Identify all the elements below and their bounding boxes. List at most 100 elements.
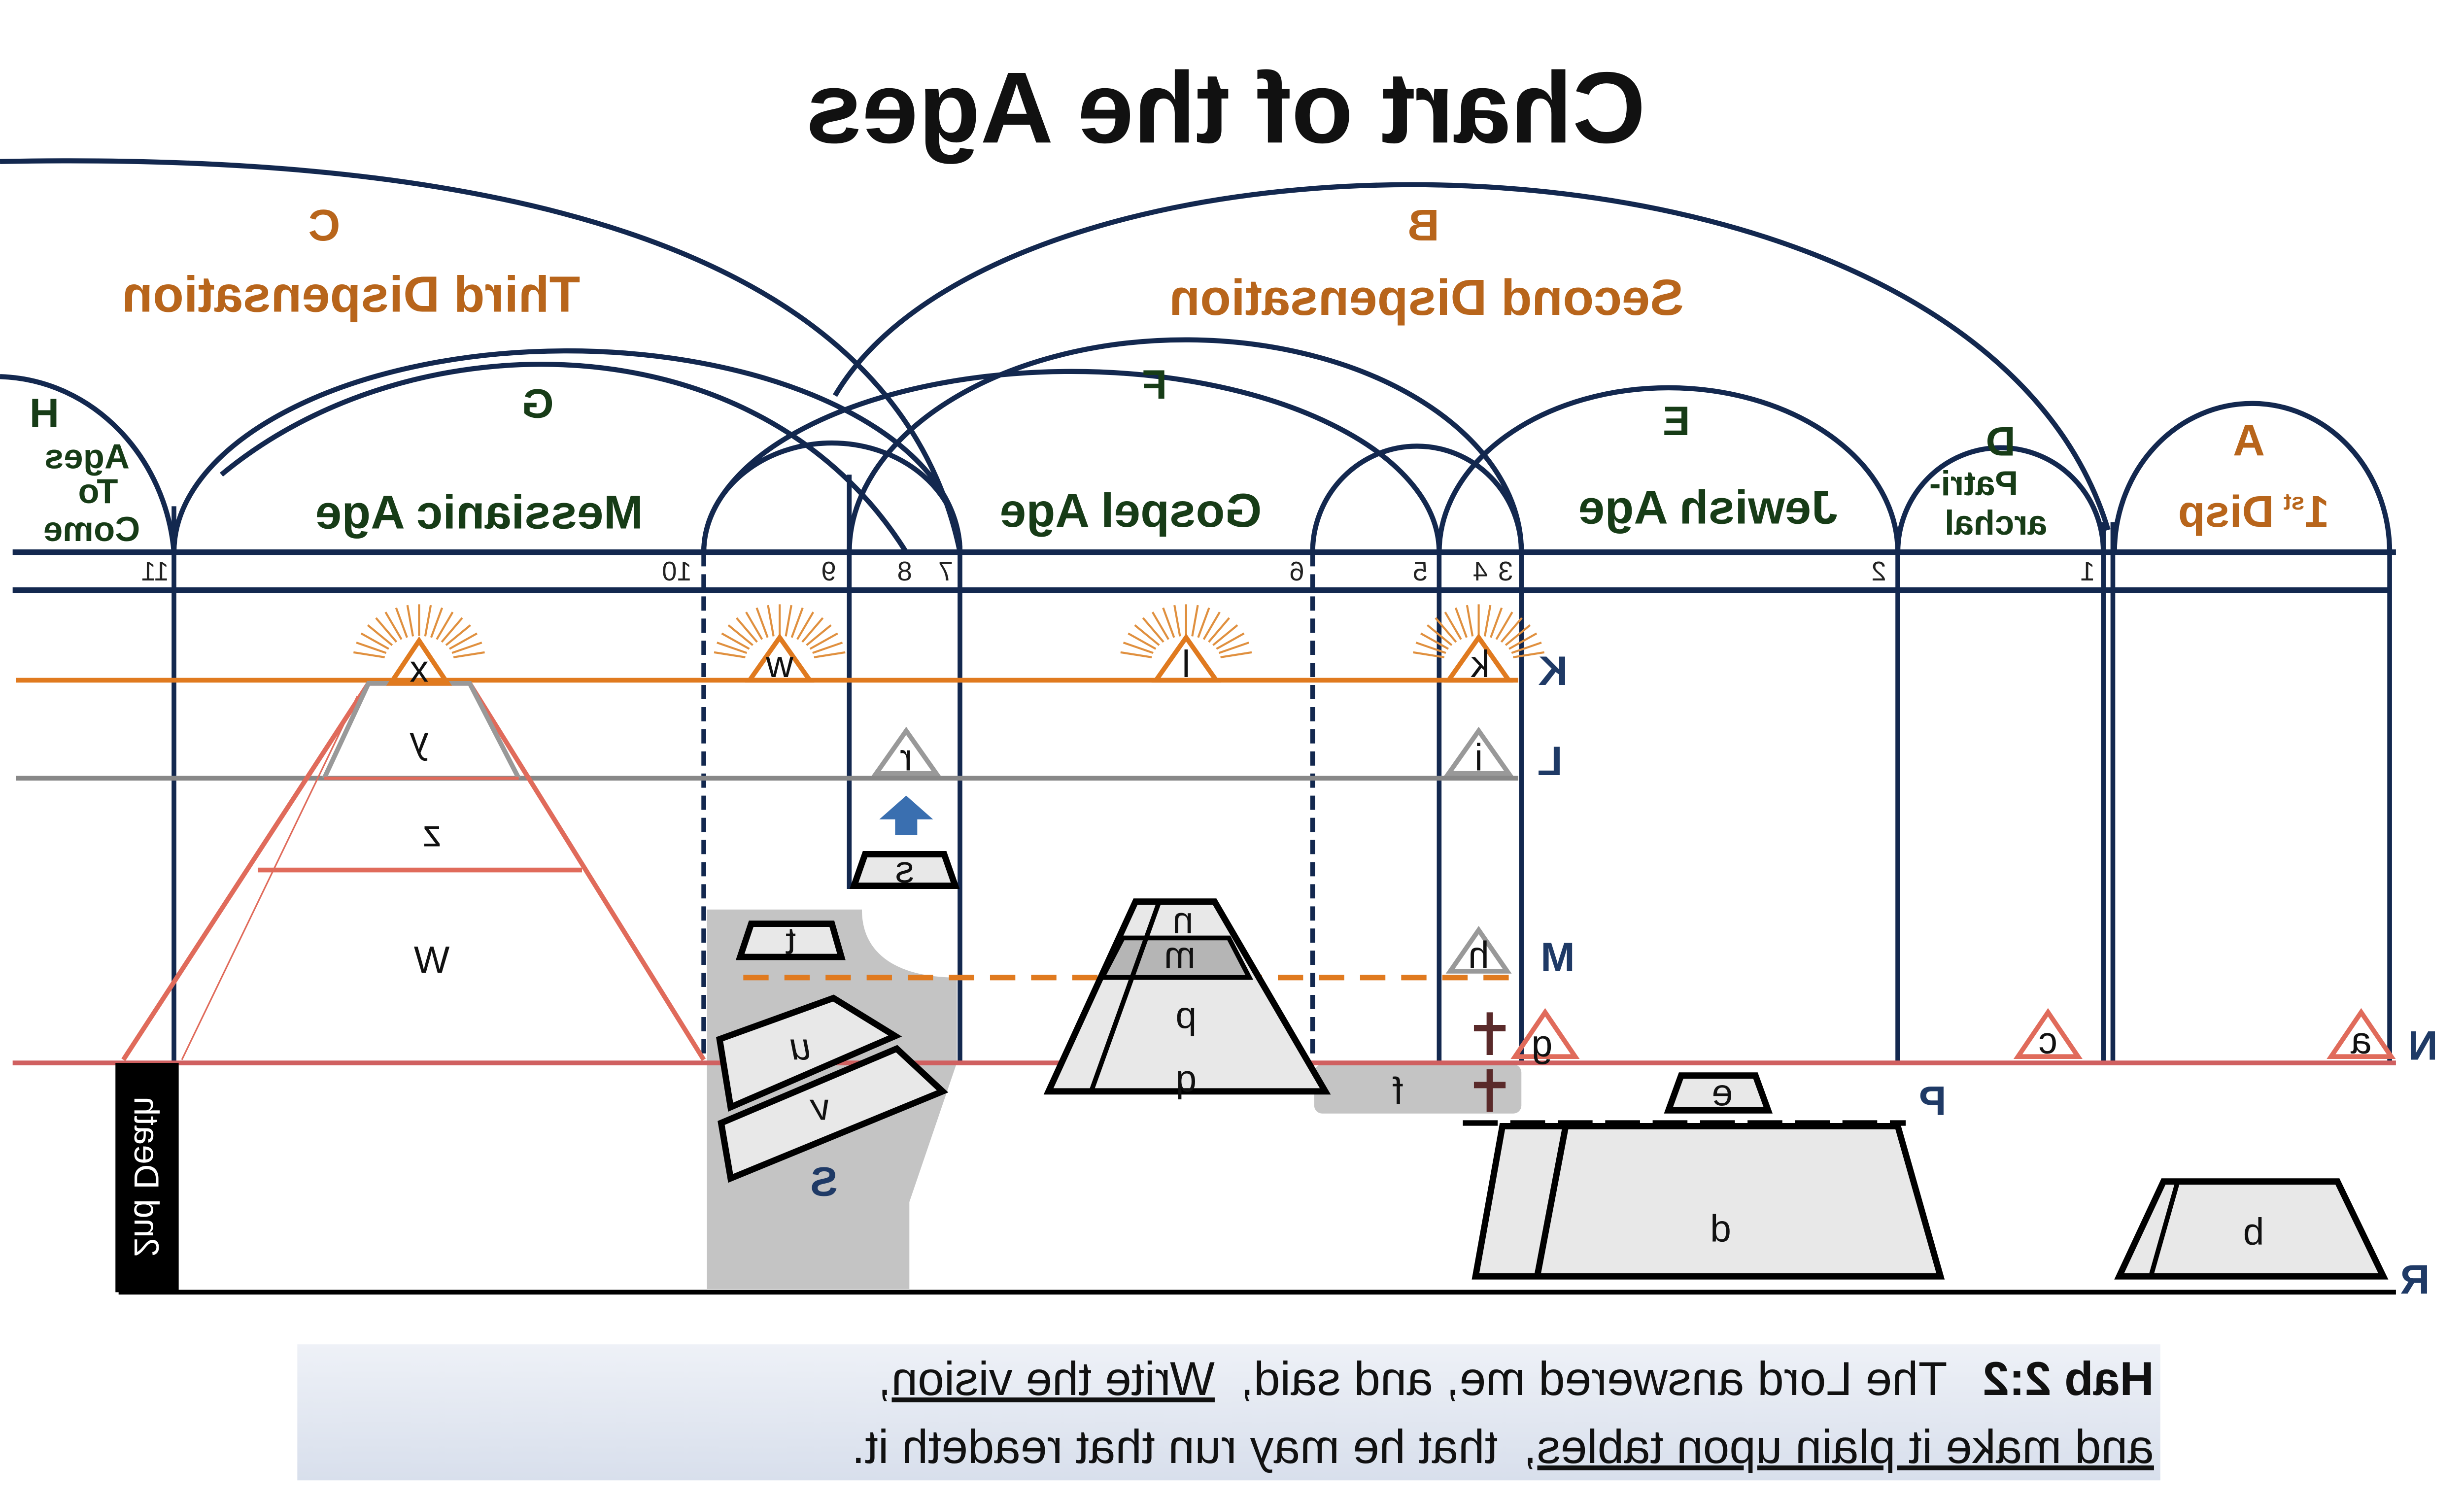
sun-ray — [1142, 617, 1164, 643]
age-a-sup: st — [2284, 488, 2305, 515]
marker-2: 2 — [1871, 556, 1886, 586]
shade-f — [1314, 1064, 1522, 1114]
sun-ray — [1191, 605, 1199, 637]
arches — [0, 158, 2393, 554]
sun-ray — [1415, 642, 1446, 654]
age-h-line1: Ages — [44, 437, 130, 476]
sun-ray — [1208, 617, 1231, 643]
triangles — [386, 633, 2396, 1059]
arc-gospel-cross — [701, 369, 1442, 552]
trapezoid-v — [718, 1045, 949, 1183]
sun-ray — [424, 605, 432, 637]
triangle-x — [386, 636, 452, 686]
fig-W: W — [413, 939, 449, 981]
sun-ray — [1123, 642, 1154, 654]
fig-n: n — [1172, 899, 1194, 942]
sun-ray — [384, 612, 403, 640]
quote-line1: Hab 2:2 The Lord answered me, and said, … — [878, 1353, 2154, 1405]
fig-b: b — [2243, 1211, 2264, 1253]
arc-third-dispensation — [0, 158, 963, 553]
age-f-label: Gospel Age — [1000, 484, 1262, 537]
sun-ray — [785, 605, 792, 637]
age-e-letter: E — [1663, 398, 1690, 444]
sun-ray — [406, 605, 414, 637]
fig-u: u — [789, 1026, 811, 1068]
arc-messianic-inner — [220, 362, 909, 554]
sun-ray — [806, 624, 832, 646]
sun-ray — [1173, 605, 1181, 637]
fig-h: h — [1468, 934, 1489, 976]
sun-ray — [430, 607, 444, 638]
fig-t: t — [786, 920, 796, 962]
sun-ray — [1120, 651, 1152, 658]
sun-ray — [714, 651, 746, 658]
triangle-h — [1445, 925, 1512, 974]
age-a-num: 1 — [2304, 487, 2329, 537]
disp-c-letter: C — [308, 201, 340, 250]
pyramid-small — [2114, 1178, 2389, 1280]
plane-m-label: M — [1540, 934, 1575, 980]
disp-b-letter: B — [1407, 201, 1439, 250]
triangle-w — [745, 633, 815, 683]
trapezoids — [716, 851, 2389, 1280]
arc-second-dispensation — [833, 182, 2111, 531]
fig-k: k — [1471, 643, 1490, 685]
triangle-l — [1151, 633, 1221, 683]
quote-box — [297, 1344, 2160, 1481]
arc-jewish-harvest-small — [1310, 443, 1524, 552]
fig-r: r — [900, 736, 913, 779]
marker-9: 9 — [821, 556, 836, 586]
marker-4: 4 — [1473, 556, 1488, 586]
marker-8: 8 — [897, 556, 912, 586]
second-death-bar — [115, 1063, 179, 1293]
age-d-letter: D — [1985, 418, 2015, 465]
plane-r-label: R — [2400, 1257, 2430, 1303]
fig-m: m — [1164, 934, 1196, 976]
pyramid-gospel-m-band — [1098, 935, 1254, 980]
sun-ray — [1495, 612, 1513, 640]
age-h-line2: To — [78, 472, 118, 511]
quote-part1: The Lord answered me, and said, — [1240, 1353, 1947, 1405]
sun-ray — [1413, 651, 1445, 658]
age-h-letter: H — [30, 390, 59, 436]
plane-n-label: N — [2408, 1022, 2437, 1069]
sun-ray — [1151, 612, 1169, 640]
sun-ray — [1508, 632, 1538, 650]
quote-underline2: and make it plain upon tables, — [1524, 1421, 2154, 1473]
sun-ray — [1505, 624, 1531, 646]
quote-part2: that he may run that readeth it. — [852, 1421, 1498, 1473]
arc-jewish-age — [1437, 385, 1901, 552]
triangle-g — [1510, 1008, 1580, 1059]
quote-underline1: Write the vision, — [878, 1353, 1215, 1405]
arc-gospel-age — [847, 337, 1524, 552]
fig-i: i — [1474, 736, 1483, 779]
sun-ray — [755, 607, 769, 638]
age-a-letter: A — [2233, 416, 2265, 466]
sun-ray — [1454, 607, 1468, 638]
sun-ray — [451, 642, 482, 654]
sun-ray — [801, 617, 824, 643]
marker-3: 3 — [1498, 556, 1513, 586]
disp-b-label: Second Dispensation — [1169, 269, 1684, 326]
age-d-line1: Patri- — [1929, 464, 2018, 503]
disp-c-label: Third Dispensation — [122, 266, 580, 323]
sun-ray — [1427, 624, 1453, 646]
fig-x: x — [410, 648, 429, 690]
sun-ray — [1512, 651, 1545, 658]
arc-messianic-age — [171, 348, 963, 552]
quote-line2: and make it plain upon tables, that he m… — [852, 1421, 2154, 1473]
trapezoid-u — [716, 994, 902, 1112]
sunburst-x — [353, 604, 485, 658]
triangle-c — [2013, 1008, 2083, 1059]
fig-d: d — [1710, 1208, 1731, 1250]
marker-5: 5 — [1413, 556, 1428, 586]
sun-ray — [1466, 605, 1474, 637]
age-a-label: 1stDisp — [2178, 487, 2329, 537]
sun-ray — [1490, 607, 1503, 638]
fig-e: e — [1711, 1072, 1733, 1114]
cross-icons — [1473, 1012, 1506, 1112]
sun-ray — [736, 617, 758, 643]
fig-p: p — [1175, 994, 1197, 1036]
sun-ray — [727, 624, 753, 646]
marker-1: 1 — [2080, 556, 2095, 586]
